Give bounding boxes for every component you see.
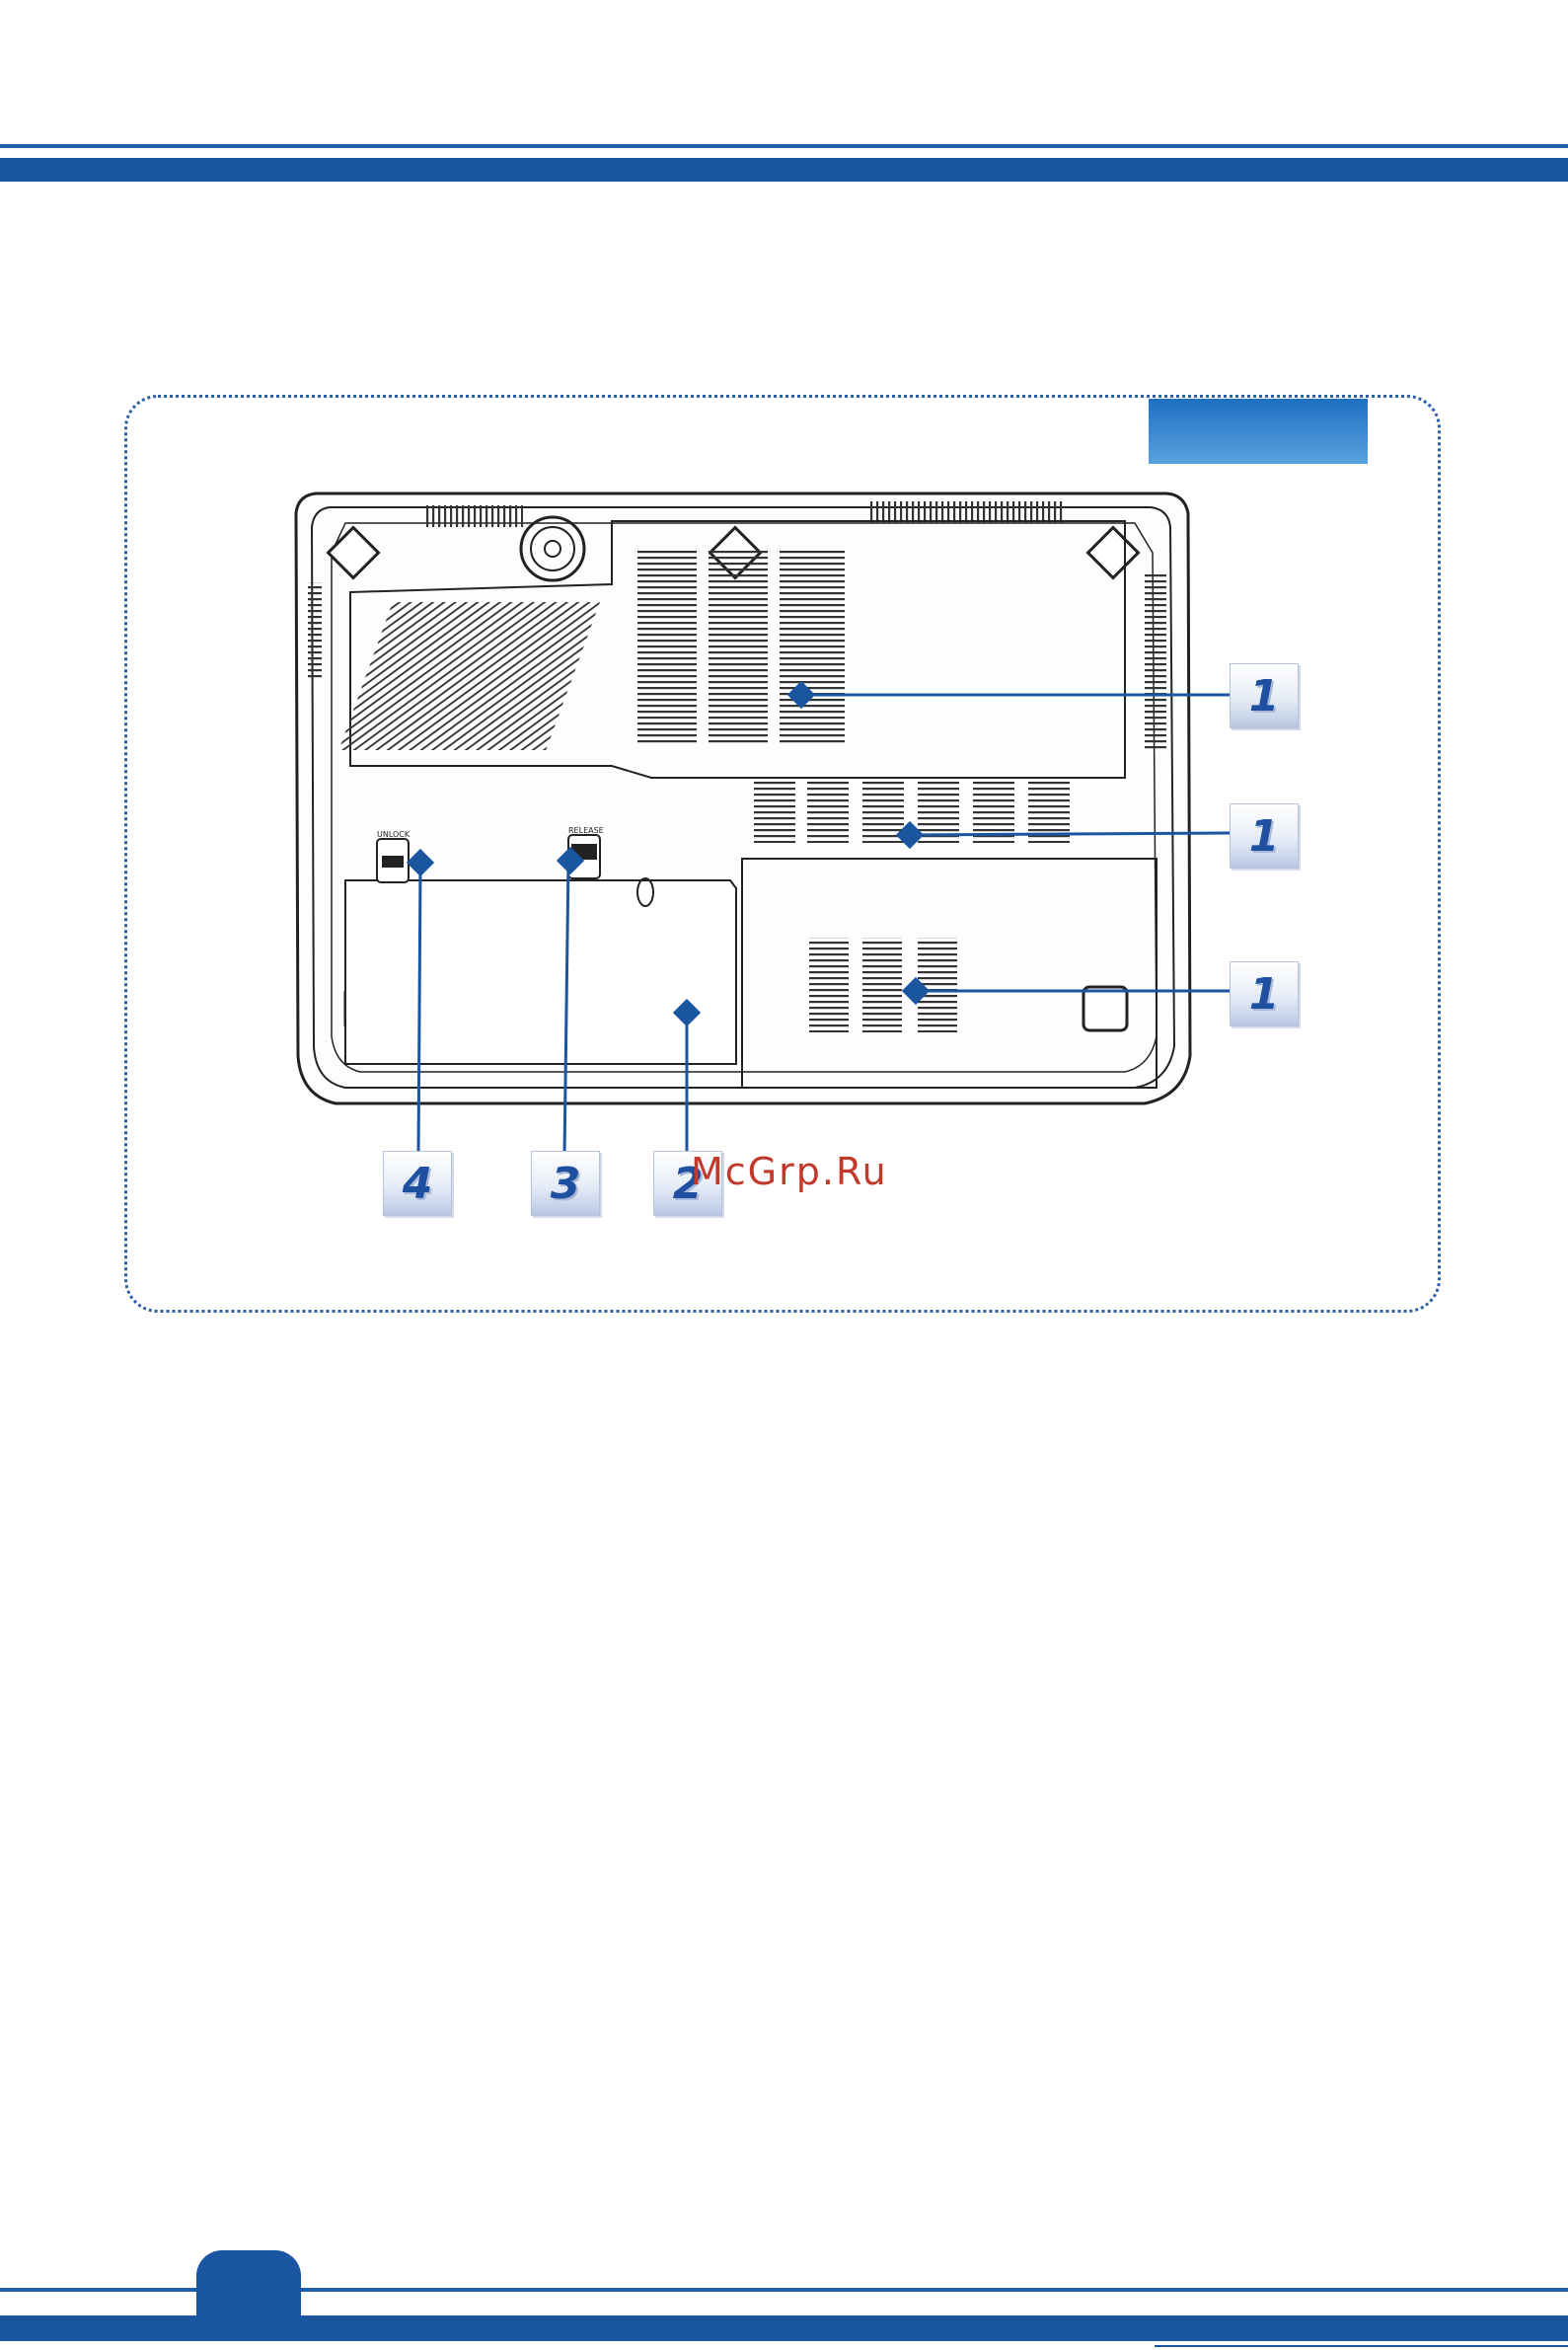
page-number-tab (196, 2250, 301, 2315)
release-switch-label: RELEASE (568, 826, 604, 835)
callout-vent-1c: 1 (1230, 961, 1299, 1026)
footer-rule-hair (1155, 2345, 1568, 2347)
top-edge-vent-left (424, 505, 523, 527)
side-vent-right (1145, 572, 1166, 750)
callout-vent-1b: 1 (1230, 803, 1299, 869)
vent-row-1c (809, 938, 957, 1032)
side-vent-left (308, 582, 322, 681)
laptop-bottom-view: UNLOCK RELEASE (0, 0, 1568, 1313)
callout-vent-1a: 1 (1230, 663, 1299, 728)
lock-switch-label: UNLOCK (377, 830, 411, 839)
center-vent-left (637, 549, 697, 746)
callout-lock-button: 4 (383, 1151, 452, 1216)
callout-release-button: 3 (531, 1151, 600, 1216)
lock-switch (377, 839, 409, 882)
center-vent-mid (709, 549, 768, 746)
battery-outline (345, 880, 736, 1064)
watermark: McGrp.Ru (691, 1150, 888, 1193)
footer-rule-thick (0, 2315, 1568, 2341)
center-vent-right (780, 549, 845, 746)
top-edge-vent-right (868, 501, 1066, 523)
